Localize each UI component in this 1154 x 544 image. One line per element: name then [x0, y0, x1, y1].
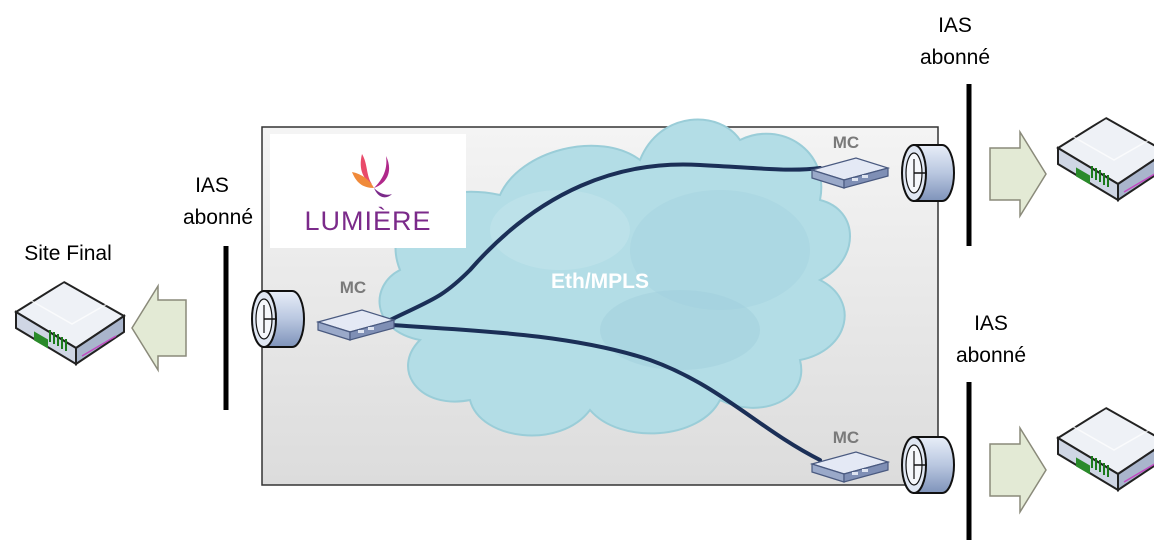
link-to-bottom-mc — [380, 322, 822, 462]
router-left — [15, 275, 125, 365]
interface-top-right — [901, 144, 955, 202]
mpls-links — [380, 162, 822, 462]
mc-bottom-right-label: MC — [833, 428, 859, 447]
arrow-bottom-right — [989, 425, 1047, 515]
mc-top-right-label: MC — [833, 133, 859, 152]
logo-mark — [352, 154, 392, 198]
lumiere-logo: LUMIÈRE — [270, 134, 466, 248]
network-label: Eth/MPLS — [551, 270, 649, 293]
ias-left-line1: IAS — [195, 174, 229, 197]
interface-left — [251, 290, 305, 348]
ias-top-right-line1: IAS — [938, 14, 972, 37]
logo-brand-text: LUMIÈRE — [304, 206, 431, 236]
site-final-label: Site Final — [24, 242, 112, 265]
link-to-top-mc — [380, 162, 822, 326]
router-top-right — [1057, 111, 1154, 201]
arrow-left — [131, 283, 187, 373]
ias-bottom-right-line2: abonné — [956, 344, 1026, 367]
interface-bottom-right — [901, 436, 955, 494]
cloud — [378, 118, 851, 437]
mc-left-label: MC — [340, 278, 366, 297]
router-bottom-right — [1057, 401, 1154, 491]
ias-left-line2: abonné — [183, 206, 253, 229]
arrow-top-right — [989, 129, 1047, 219]
ias-top-right-line2: abonné — [920, 46, 990, 69]
ias-bottom-right-line1: IAS — [974, 312, 1008, 335]
